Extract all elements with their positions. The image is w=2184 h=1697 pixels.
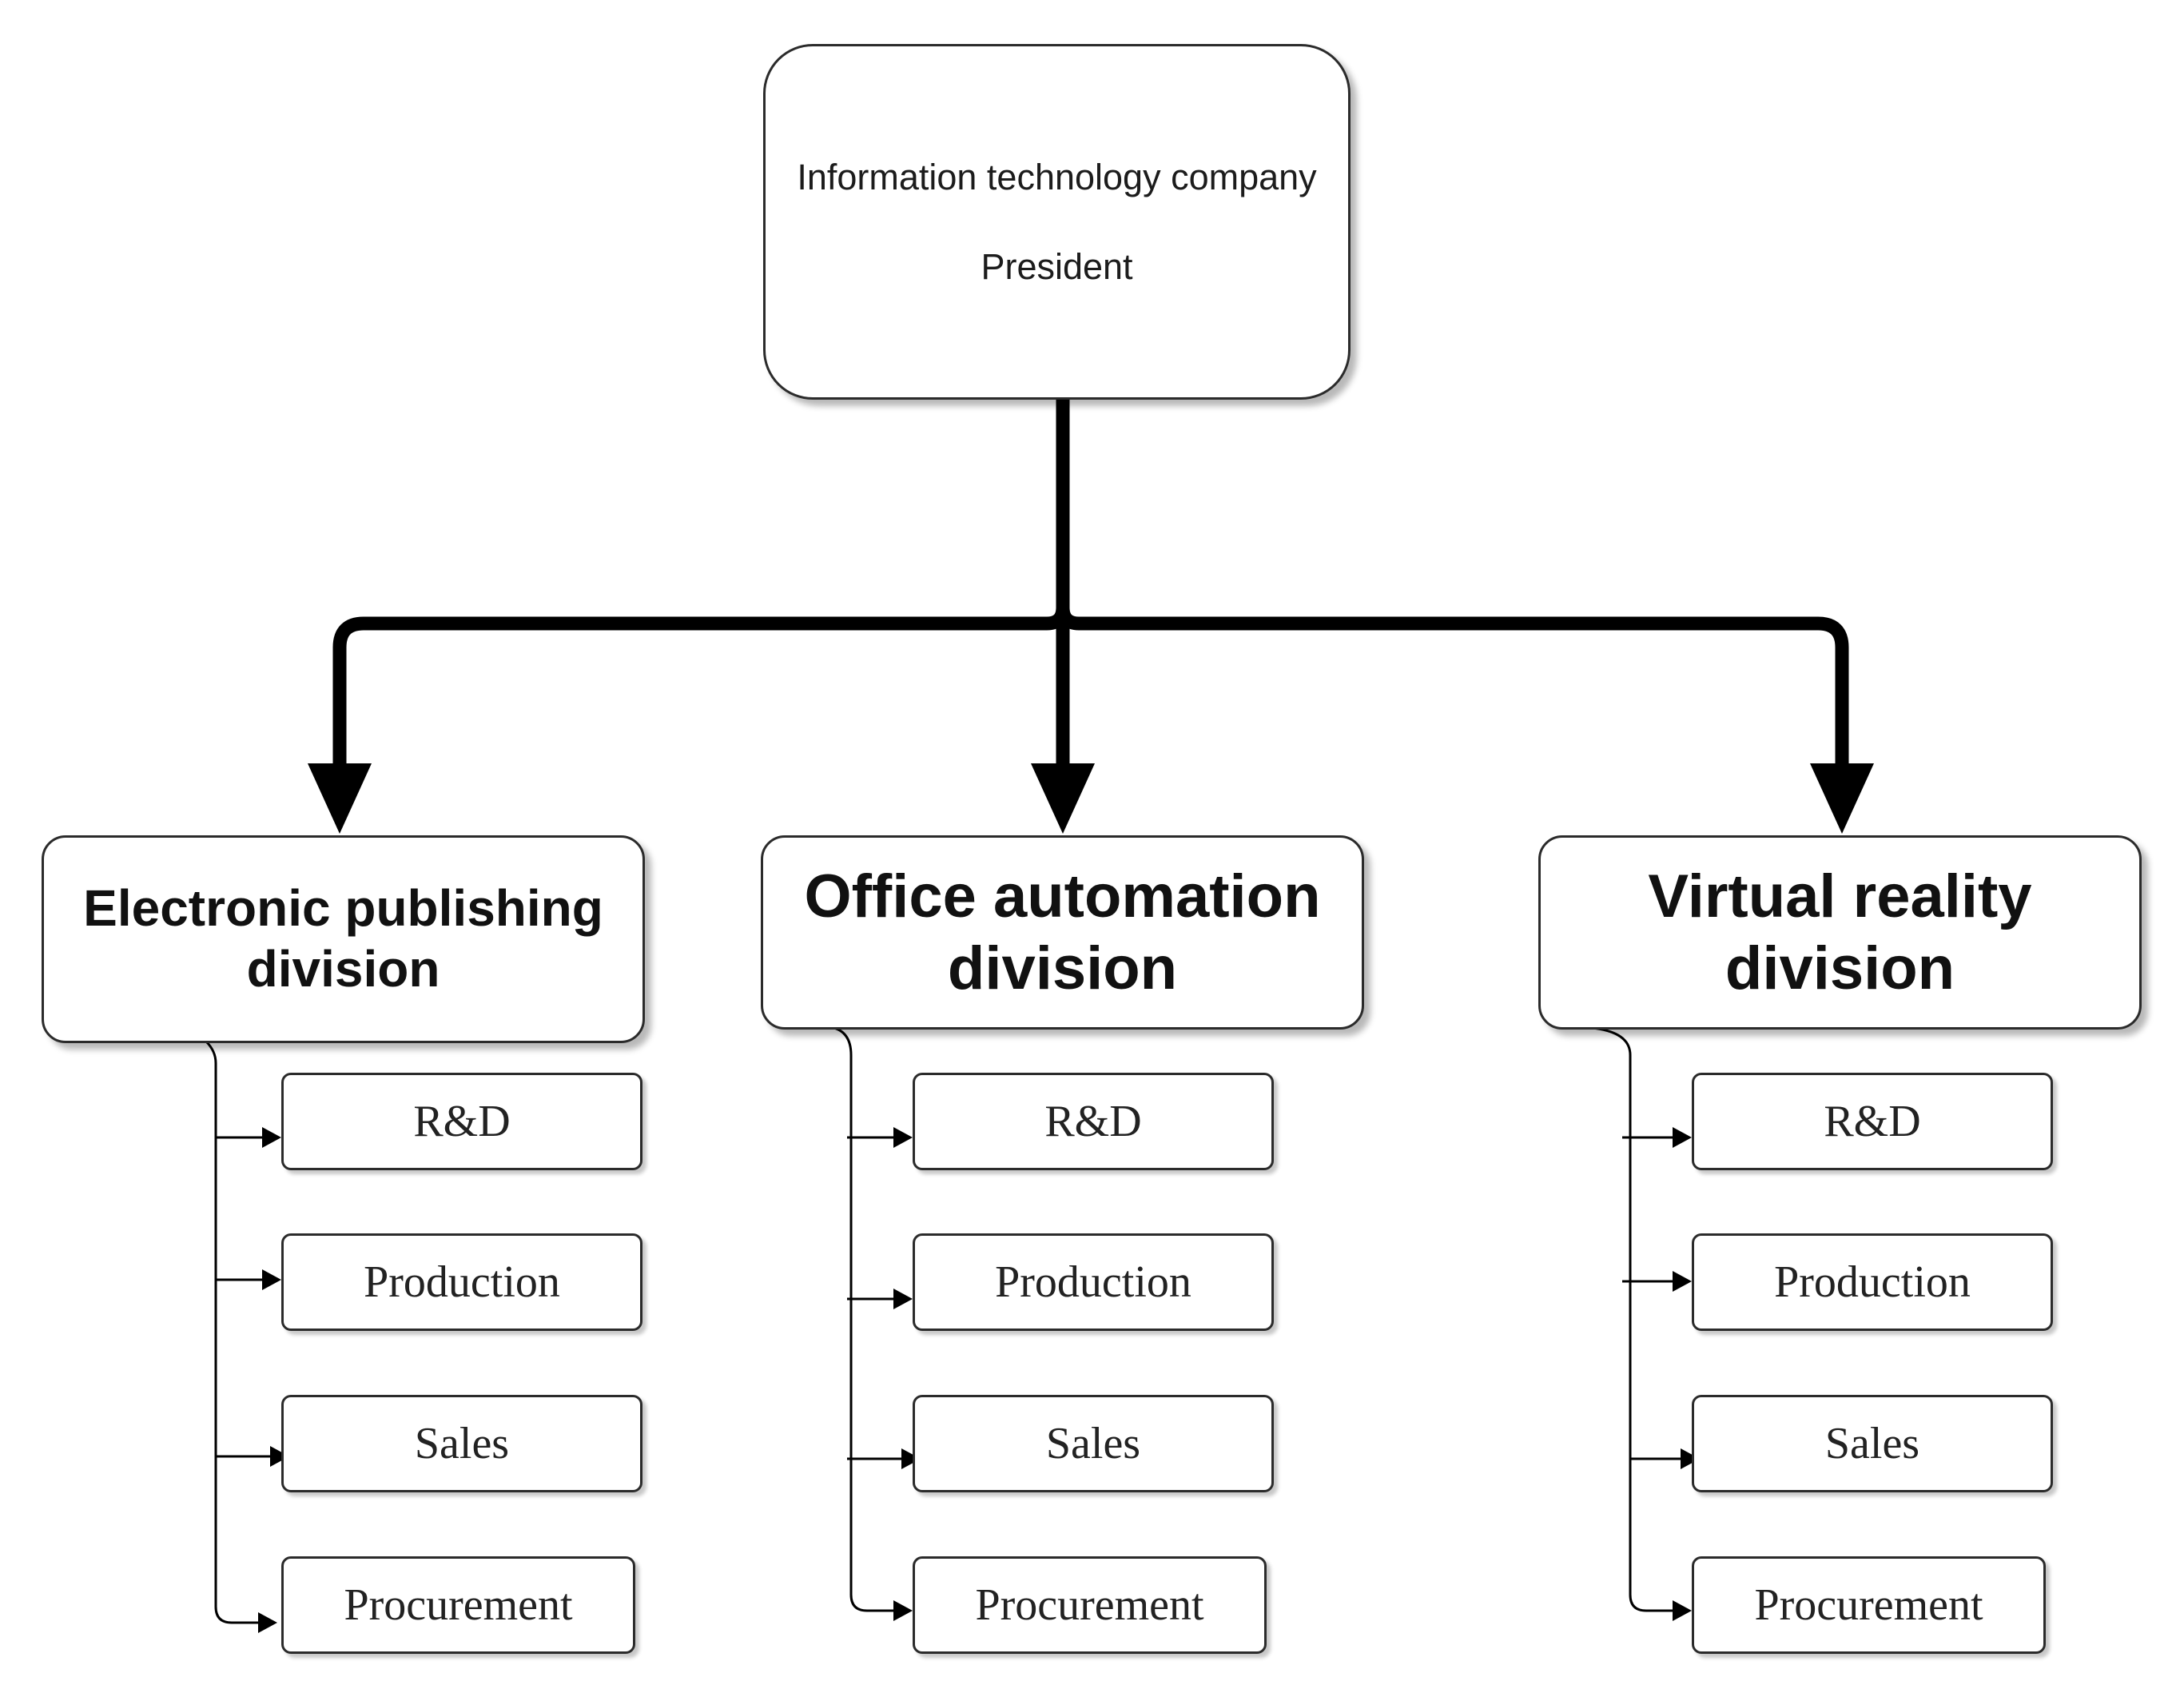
president-label: President	[981, 245, 1133, 287]
division-node-electronic-publishing: Electronic publishing division	[42, 835, 645, 1043]
unit-connectors-division-0	[205, 1040, 281, 1624]
unit-connectors-division-1	[830, 1026, 911, 1612]
unit-node-sales: Sales	[281, 1395, 642, 1492]
division-title-line2: division	[1725, 934, 1955, 1002]
unit-node-procurement: Procurement	[1692, 1556, 2046, 1654]
bus-connector-left	[332, 607, 1070, 767]
division-title-line1: Virtual reality	[1648, 862, 2032, 930]
bus-connector-right	[1056, 607, 1849, 767]
unit-node-rd: R&D	[281, 1073, 642, 1170]
division-node-office-automation: Office automation division	[761, 835, 1364, 1030]
president-node: Information technology company President	[763, 44, 1351, 400]
unit-arrowheads-division-1	[893, 1127, 921, 1621]
unit-node-production: Production	[281, 1233, 642, 1331]
unit-node-sales: Sales	[913, 1395, 1274, 1492]
unit-node-production: Production	[1692, 1233, 2053, 1331]
company-name: Information technology company	[797, 156, 1317, 197]
arrowhead-division-2	[1810, 763, 1874, 834]
arrowhead-division-1	[1031, 763, 1095, 834]
division-title-line2: division	[947, 934, 1178, 1002]
arrowhead-division-0	[308, 763, 372, 834]
unit-node-rd: R&D	[1692, 1073, 2053, 1170]
unit-node-production: Production	[913, 1233, 1274, 1331]
unit-arrowheads-division-0	[258, 1127, 289, 1633]
division-title-line1: Office automation	[804, 862, 1321, 930]
unit-node-procurement: Procurement	[281, 1556, 635, 1654]
unit-node-procurement: Procurement	[913, 1556, 1267, 1654]
unit-node-rd: R&D	[913, 1073, 1274, 1170]
division-node-virtual-reality: Virtual reality division	[1538, 835, 2142, 1030]
division-title-line1: Electronic publishing	[83, 879, 603, 938]
unit-node-sales: Sales	[1692, 1395, 2053, 1492]
division-title-line2: division	[246, 940, 440, 998]
unit-arrowheads-division-2	[1673, 1127, 1700, 1621]
unit-connectors-division-2	[1573, 1026, 1690, 1612]
